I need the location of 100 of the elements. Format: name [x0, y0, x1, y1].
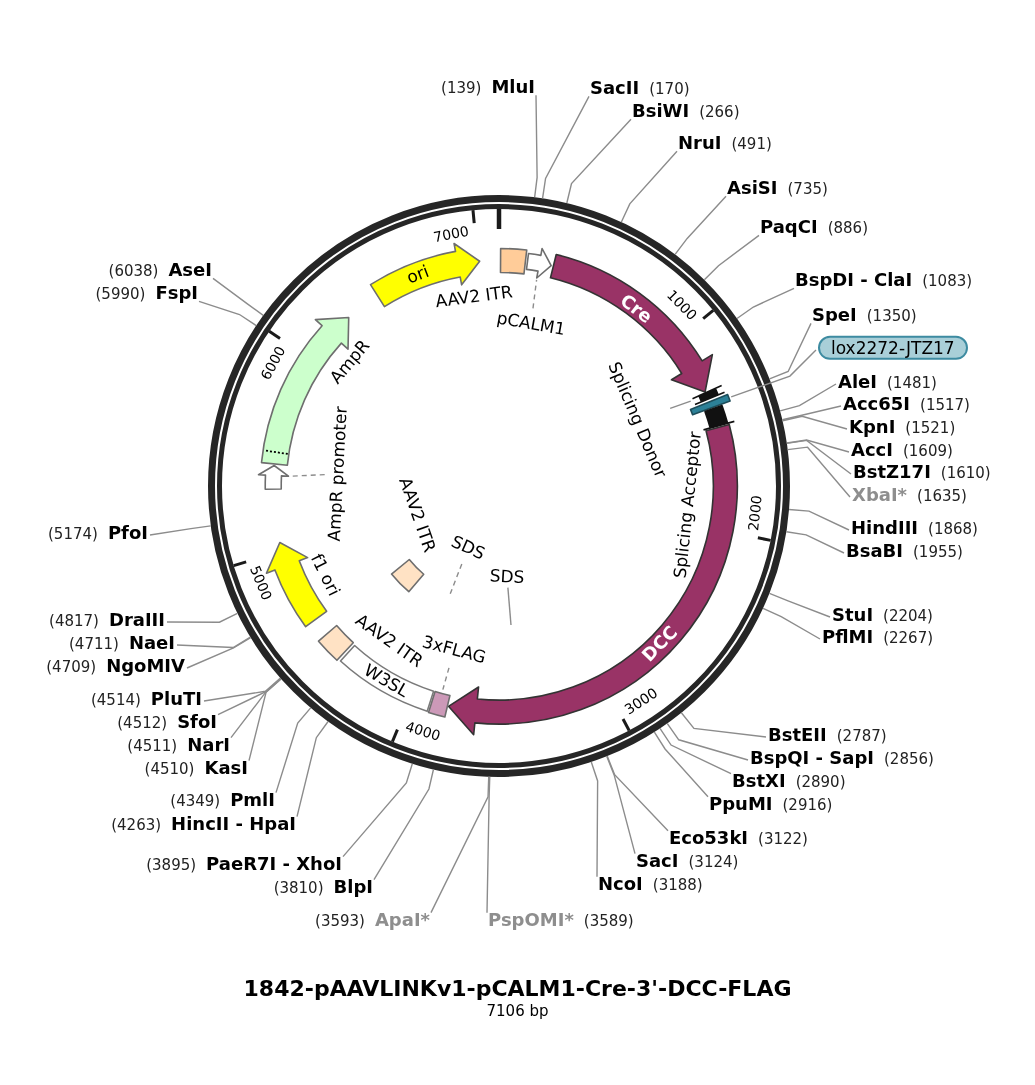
cut-position: (4512): [117, 714, 168, 732]
leader-line: [730, 349, 817, 398]
cut-position: (1635): [917, 487, 967, 505]
enzyme-name: FspI: [155, 282, 198, 304]
leader-line: [342, 763, 413, 858]
leader-line: [768, 322, 812, 380]
enzyme-name: AleI: [838, 371, 877, 393]
leader-line: [186, 636, 252, 669]
leader-line: [703, 234, 760, 281]
cut-position: (2204): [883, 607, 933, 625]
leader-line: [787, 446, 851, 498]
cut-position: (4263): [111, 816, 162, 834]
cut-position: (2890): [795, 773, 846, 791]
leader-line: [606, 755, 669, 832]
enzyme-name: NgoMIV: [106, 655, 185, 677]
cut-position: (4711): [69, 635, 119, 653]
enzyme-name: BsiWI: [632, 100, 690, 122]
cut-position: (5990): [95, 285, 146, 303]
leader-line: [785, 531, 845, 554]
enzyme-name: AseI: [168, 259, 212, 281]
leader-line: [532, 279, 538, 310]
feature-label: AAV2 ITR: [394, 475, 440, 555]
leader-line: [762, 607, 821, 640]
leader-line: [680, 712, 767, 738]
feature-box: [498, 246, 528, 275]
leader-line: [198, 300, 257, 327]
cut-position: (266): [699, 103, 740, 121]
leader-line: [275, 707, 312, 794]
cut-position: (886): [827, 219, 868, 237]
cut-position: (1868): [928, 520, 978, 538]
enzyme-name: StuI: [832, 604, 874, 626]
leader-line: [217, 677, 282, 716]
feature-label: SDS: [448, 532, 488, 564]
feature-box: [389, 557, 426, 594]
enzyme-name: PluTI: [150, 688, 202, 710]
leader-line: [674, 195, 727, 256]
enzyme-name: Eco53kI: [669, 827, 749, 849]
cut-position: (5174): [48, 525, 98, 543]
cut-position: (491): [731, 135, 772, 153]
cut-position: (4511): [127, 737, 178, 755]
feature-label: Splicing Acceptor: [670, 430, 706, 580]
leader-line: [486, 776, 491, 914]
cut-position: (1610): [940, 464, 991, 482]
leader-line: [230, 677, 282, 739]
cut-position: (4817): [49, 612, 99, 630]
enzyme-name: BspQI - SapI: [750, 747, 874, 769]
enzyme-name: BsaBI: [846, 540, 903, 562]
enzyme-name: BlpI: [333, 876, 373, 898]
cut-position: (170): [649, 80, 690, 98]
feature-marker: [688, 392, 732, 416]
enzyme-name: PaqCI: [760, 216, 818, 238]
feature-marker: [701, 403, 736, 432]
cut-position: (6038): [108, 262, 159, 280]
enzyme-name: ApaI*: [374, 909, 430, 931]
enzyme-name: PpuMI: [709, 793, 773, 815]
plasmid-size: 7106 bp: [486, 1002, 549, 1021]
cut-position: (3122): [758, 830, 808, 848]
scale-label: 5000: [246, 563, 276, 603]
leader-line: [212, 277, 264, 317]
cut-position: (1083): [922, 272, 973, 290]
leader-line: [669, 400, 692, 410]
feature-block: [369, 241, 482, 308]
enzyme-name: PspOMI*: [488, 909, 574, 931]
enzyme-name: Acc65I: [843, 393, 911, 415]
feature-label: ori: [404, 261, 432, 289]
leader-line: [781, 415, 848, 430]
leader-line: [296, 720, 329, 818]
enzyme-name: XbaI*: [852, 484, 908, 506]
leader-line: [166, 612, 239, 623]
cut-position: (1609): [902, 442, 953, 460]
enzyme-name: NruI: [678, 132, 722, 154]
leader-line: [203, 677, 282, 702]
leader-line: [606, 755, 636, 855]
leader-line: [566, 118, 632, 204]
leader-line: [176, 636, 252, 649]
cut-position: (4349): [170, 792, 221, 810]
cut-position: (2916): [782, 796, 833, 814]
leader-line: [430, 776, 490, 914]
leader-line: [442, 667, 450, 691]
cut-position: (3895): [146, 856, 197, 874]
feature-box: [426, 689, 452, 719]
enzyme-name: BstZ17I: [853, 461, 931, 483]
leader-line: [786, 439, 852, 475]
cut-position: (735): [787, 180, 828, 198]
leader-line: [659, 727, 732, 775]
enzyme-name: DraIII: [108, 609, 165, 631]
enzyme-name: BspDI - ClaI: [795, 269, 913, 291]
enzyme-name: PmlI: [230, 789, 275, 811]
enzyme-name: MluI: [491, 76, 535, 98]
feature-label: Cre: [616, 290, 656, 328]
cut-position: (1517): [920, 396, 970, 414]
enzyme-name: NarI: [187, 734, 230, 756]
leader-line: [779, 383, 837, 412]
cut-position: (2787): [836, 727, 887, 745]
enzyme-name: PflMI: [822, 626, 874, 648]
enzyme-name: BstEII: [768, 724, 827, 746]
leader-line: [653, 731, 709, 798]
feature-block: [256, 463, 290, 491]
feature-label: f1 ori: [306, 550, 344, 600]
leader-line: [786, 439, 850, 453]
